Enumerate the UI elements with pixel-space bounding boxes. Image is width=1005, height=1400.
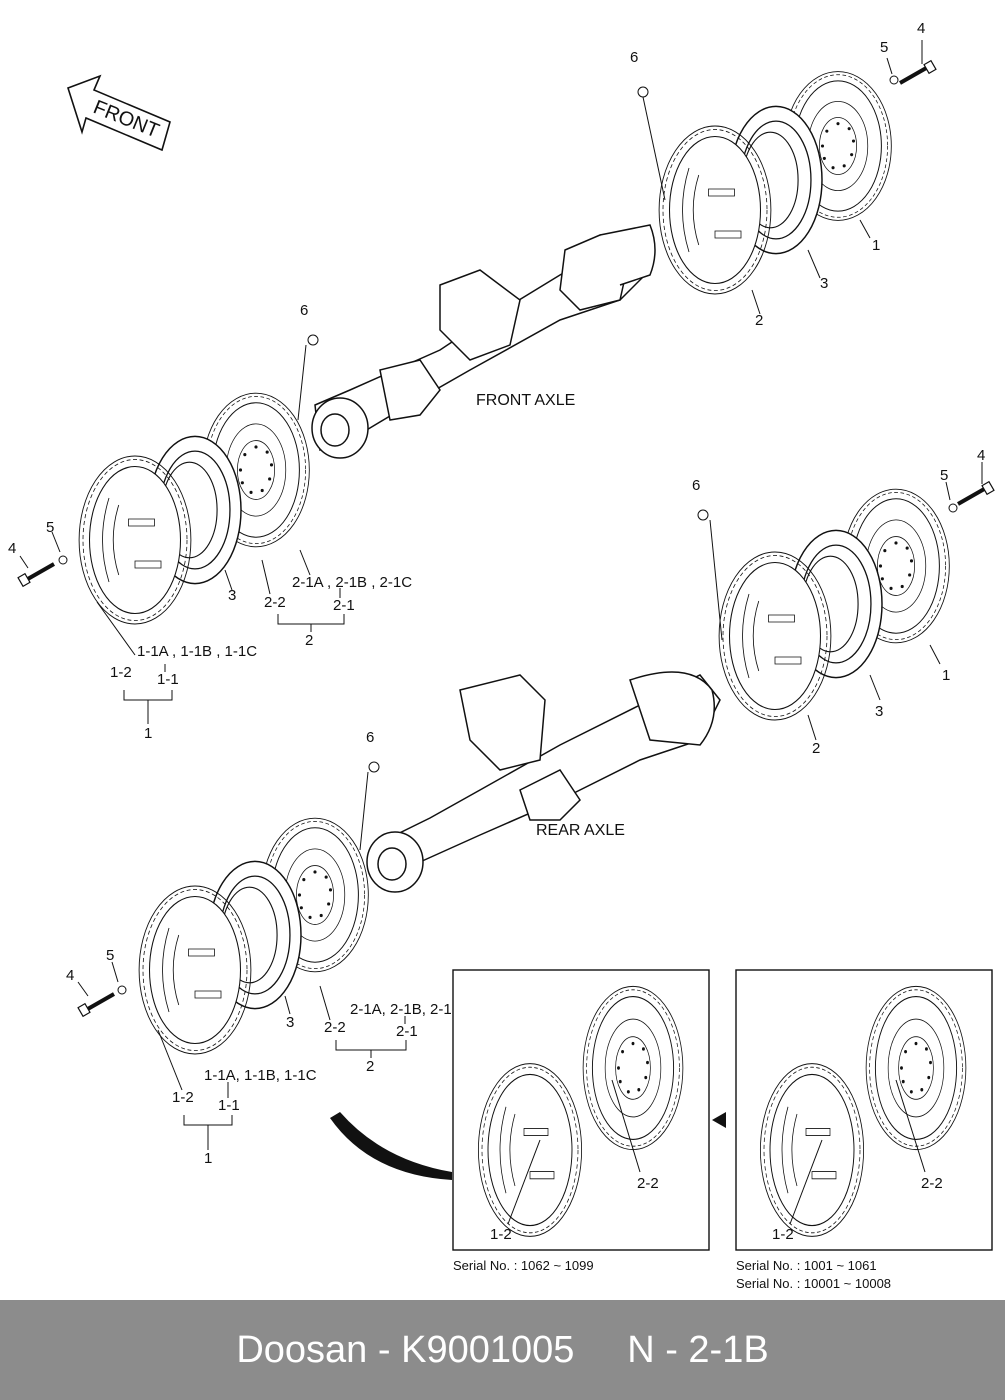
- detail-pointer-arc: [330, 1112, 452, 1180]
- rear-right-nut: [697, 509, 709, 521]
- callout-6-rl: 6: [366, 729, 374, 746]
- callout-4-rl: 4: [66, 967, 74, 984]
- callout-2-1a-group-rear: 2-1A, 2-1B, 2-1C: [350, 1001, 463, 1018]
- front-axle-label: FRONT AXLE: [476, 392, 575, 409]
- callout-3-fl: 3: [228, 587, 236, 604]
- callout-6-rr: 6: [692, 477, 700, 494]
- callout-1-2-fl: 1-2: [110, 664, 132, 681]
- detail-left-serial: Serial No. : 1062 ~ 1099: [453, 1258, 594, 1273]
- callout-2-fl: 2: [305, 632, 313, 649]
- parts-diagram: FRONT FRONT AXLE 4 5 6 1 3 2 4 5 6: [8, 20, 996, 1291]
- callout-4-fr: 4: [917, 20, 925, 37]
- rear-right-bolt: [956, 479, 996, 506]
- callout-1-rl: 1: [204, 1150, 212, 1167]
- detail-arrow: [712, 1112, 726, 1128]
- callout-1-rr: 1: [942, 667, 950, 684]
- callout-1-1-rl: 1-1: [218, 1097, 240, 1114]
- front-left-washer: [58, 555, 68, 565]
- detail-left-callout-2-2: 2-2: [637, 1175, 659, 1192]
- callout-4-fl: 4: [8, 540, 16, 557]
- callout-3-rl: 3: [286, 1014, 294, 1031]
- footer-bar: Doosan - K9001005 N - 2-1B: [0, 1300, 1005, 1400]
- detail-box-right: 2-2 1-2: [735, 969, 993, 1251]
- callout-2-2-rl: 2-2: [324, 1019, 346, 1036]
- callout-2-1-fl: 2-1: [333, 597, 355, 614]
- front-left-nut: [307, 334, 319, 346]
- callout-5-fr: 5: [880, 39, 888, 56]
- rear-axle-label: REAR AXLE: [536, 822, 625, 839]
- callout-5-rl: 5: [106, 947, 114, 964]
- front-right-nut: [637, 86, 649, 98]
- callout-5-fl: 5: [46, 519, 54, 536]
- callout-1-fl: 1: [144, 725, 152, 742]
- callout-2-fr: 2: [755, 312, 763, 329]
- callout-5-rr: 5: [940, 467, 948, 484]
- detail-right-serial-2: Serial No. : 10001 ~ 10008: [736, 1276, 891, 1291]
- detail-right-callout-1-2: 1-2: [772, 1226, 794, 1243]
- callout-3-rr: 3: [875, 703, 883, 720]
- front-left-bolt: [16, 562, 56, 589]
- rear-left-nut: [368, 761, 380, 773]
- rear-left-bolt: [76, 992, 116, 1019]
- callout-1-2-rl: 1-2: [172, 1089, 194, 1106]
- callout-6-fr: 6: [630, 49, 638, 66]
- footer-part-number: K9001005: [401, 1329, 575, 1371]
- detail-left-callout-1-2: 1-2: [490, 1226, 512, 1243]
- rear-right-washer: [948, 503, 958, 513]
- callout-2-rr: 2: [812, 740, 820, 757]
- callout-1-1a-group: 1-1A , 1-1B , 1-1C: [137, 643, 257, 660]
- rear-left-washer: [117, 985, 127, 995]
- callout-6-fl: 6: [300, 302, 308, 319]
- front-right-bolt: [898, 58, 938, 85]
- footer-separator: -: [377, 1329, 391, 1371]
- callout-1-fr: 1: [872, 237, 880, 254]
- detail-box-left: 2-2 1-2: [452, 969, 710, 1251]
- footer-brand: Doosan: [236, 1329, 368, 1371]
- callout-3-fr: 3: [820, 275, 828, 292]
- callout-2-rl: 2: [366, 1058, 374, 1075]
- front-direction-arrow: FRONT: [67, 74, 171, 152]
- rear-axle-housing: [366, 671, 721, 893]
- callout-4-rr: 4: [977, 447, 985, 464]
- callout-2-1a-group: 2-1A , 2-1B , 2-1C: [292, 574, 412, 591]
- footer-page-ref: N - 2-1B: [627, 1329, 769, 1371]
- detail-right-callout-2-2: 2-2: [921, 1175, 943, 1192]
- callout-2-2-fl: 2-2: [264, 594, 286, 611]
- front-axle-housing: [311, 224, 656, 459]
- callout-1-1a-group-rear: 1-1A, 1-1B, 1-1C: [204, 1067, 317, 1084]
- front-right-washer: [889, 75, 899, 85]
- detail-right-serial-1: Serial No. : 1001 ~ 1061: [736, 1258, 877, 1273]
- callout-1-1-fl: 1-1: [157, 671, 179, 688]
- callout-2-1-rl: 2-1: [396, 1023, 418, 1040]
